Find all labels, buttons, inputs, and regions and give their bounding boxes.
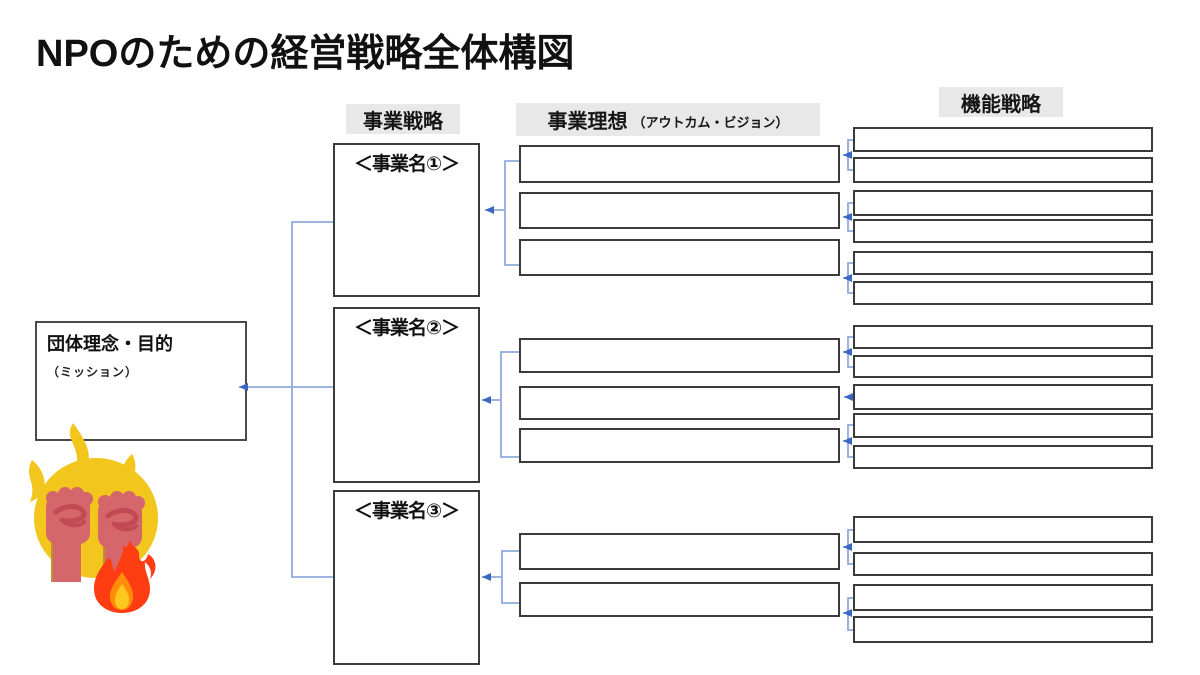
- right-fist: [98, 491, 145, 584]
- function-box-1-5: [853, 251, 1153, 275]
- function-box-2-4: [853, 413, 1153, 438]
- function-box-2-2: [853, 355, 1153, 378]
- function-box-2-5: [853, 445, 1153, 469]
- function-box-3-1: [853, 516, 1153, 543]
- small-flame-shape: [94, 540, 156, 613]
- header-business-ideal-note: （アウトカム・ビジョン）: [632, 115, 789, 130]
- business-box-2-label: ＜事業名②＞: [353, 318, 460, 339]
- mission-box: 団体理念・目的 （ミッション）: [35, 321, 247, 441]
- header-business-strategy-label: 事業戦略: [363, 110, 443, 133]
- trunk-business-bracket: [291, 221, 333, 578]
- business-box-1: ＜事業名①＞: [333, 143, 480, 297]
- function-box-1-4: [853, 219, 1153, 243]
- function-box-3-4: [853, 616, 1153, 643]
- function-box-3-3: [853, 584, 1153, 611]
- big-flame-shape: [29, 423, 158, 578]
- ideal-box-3-1: [519, 533, 840, 570]
- function-box-1-2: [853, 157, 1153, 183]
- function-box-2-3: [853, 384, 1153, 410]
- header-business-ideal: 事業理想 （アウトカム・ビジョン）: [516, 103, 820, 136]
- function-box-1-1: [853, 127, 1153, 152]
- bracket-ideal-2: [500, 351, 519, 458]
- business-box-1-label: ＜事業名①＞: [353, 154, 460, 175]
- page-title: NPOのための経営戦略全体構図: [36, 33, 575, 75]
- bracket-ideal-1: [504, 160, 519, 266]
- fists-flame-icon: [29, 423, 158, 613]
- business-box-2: ＜事業名②＞: [333, 307, 480, 483]
- business-box-3: ＜事業名③＞: [333, 490, 480, 665]
- ideal-box-1-3: [519, 239, 840, 276]
- function-box-2-1: [853, 325, 1153, 349]
- function-box-1-6: [853, 281, 1153, 305]
- header-business-ideal-label: 事業理想: [547, 111, 628, 133]
- bracket-ideal-3: [501, 550, 519, 604]
- mission-box-subtitle: （ミッション）: [47, 365, 139, 379]
- ideal-box-2-2: [519, 386, 840, 420]
- function-box-1-3: [853, 190, 1153, 216]
- business-box-3-label: ＜事業名③＞: [353, 501, 460, 522]
- ideal-box-1-2: [519, 192, 840, 229]
- header-functional-strategy-label: 機能戦略: [961, 93, 1041, 116]
- left-fist: [46, 487, 93, 582]
- ideal-box-1-1: [519, 145, 840, 183]
- ideal-box-2-1: [519, 338, 840, 373]
- ideal-box-2-3: [519, 428, 840, 463]
- header-business-strategy: 事業戦略: [346, 104, 460, 134]
- function-box-3-2: [853, 552, 1153, 576]
- header-functional-strategy: 機能戦略: [939, 87, 1063, 117]
- ideal-box-3-2: [519, 582, 840, 617]
- mission-box-title: 団体理念・目的: [47, 334, 173, 354]
